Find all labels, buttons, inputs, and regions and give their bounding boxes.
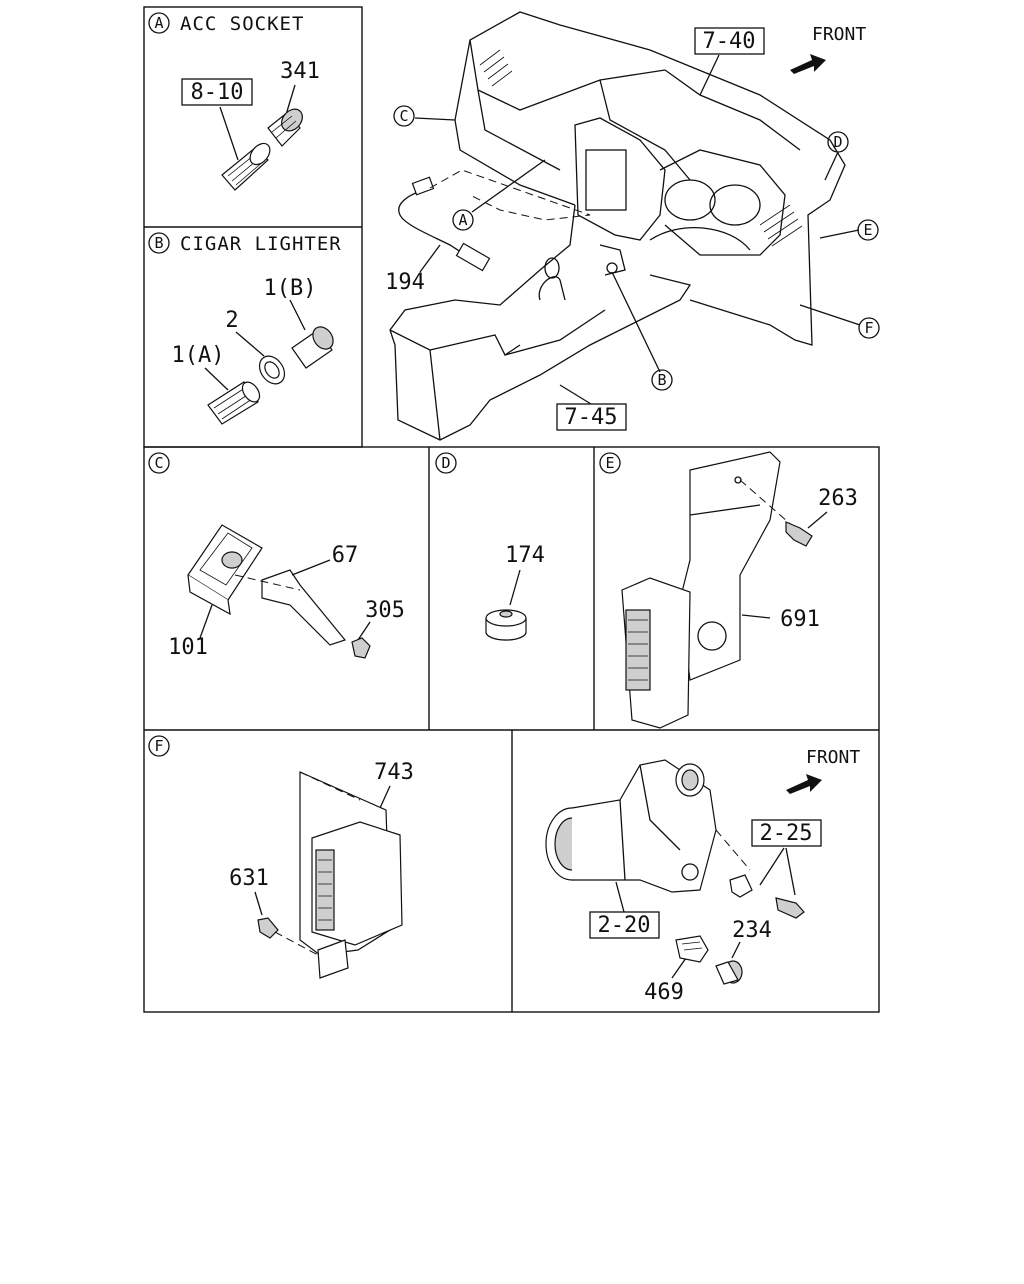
callout-a-main: A [458,211,467,229]
panel-f-letter: F [154,737,163,755]
callout-circle-f-main [858,317,880,339]
callout-circle-f [148,735,170,757]
panel-d: D 174 [435,452,545,641]
callout-circle-c-main [393,105,415,127]
callout-circle-a [148,12,170,34]
bolt-2-25 [775,897,805,919]
panel-frames [143,6,880,1013]
panel-a-letter: A [154,14,163,32]
lighter-knob [291,326,334,369]
bracket-691 [679,451,781,681]
part-67: 67 [332,543,359,568]
part-691: 691 [780,607,820,632]
panel-a-title: ACC SOCKET [180,13,304,35]
panel-e: E 263 691 [599,451,858,729]
part-1b: 1(B) [264,276,317,301]
callout-b-main: B [657,371,666,389]
lighter-ring [258,355,286,385]
callout-circle-d-main [827,131,849,153]
panel-e-letter: E [605,454,614,472]
lighter-socket [207,381,261,425]
module-101 [187,524,263,616]
front-label-bottom: FRONT [806,747,860,768]
callout-circle-e-main [857,219,879,241]
bolt-631 [257,917,279,939]
ref-2-20: 2-20 [598,913,651,938]
callout-d-main: D [833,133,842,151]
panel-f: F 743 631 [148,735,414,979]
part-743: 743 [374,760,414,785]
callout-circle-a-main [452,209,474,231]
panel-c-letter: C [154,454,163,472]
callout-c-main: C [399,107,408,125]
ref-box-8-10 [181,78,253,106]
callout-e-main: E [863,221,872,239]
acc-socket-part [221,142,271,191]
part-305: 305 [365,598,405,623]
ref-7-45: 7-45 [565,405,618,430]
ref-7-40: 7-40 [703,29,756,54]
sensor-234 [715,960,743,985]
callout-circle-e [599,452,621,474]
panel-d-letter: D [441,454,450,472]
control-unit-743 [299,771,403,979]
transmission-housing [545,759,751,893]
panel-transmission: FRONT 2-25 2-20 234 469 [545,747,860,1005]
part-469: 469 [644,980,684,1005]
callout-circle-b-main [651,369,673,391]
ref-8-10: 8-10 [191,80,244,105]
clip-2-25 [729,874,753,898]
panel-dashboard-overview: 7-40 FRONT [385,11,880,441]
part-263: 263 [818,486,858,511]
part-1a: 1(A) [172,343,225,368]
acc-socket-cap [267,108,303,147]
grommet-174 [485,609,527,641]
part-101: 101 [168,635,208,660]
front-arrow-bottom-icon [786,774,822,794]
part-194: 194 [385,270,425,295]
part-234: 234 [732,918,772,943]
panel-b-letter: B [154,234,163,252]
front-arrow-top-icon [790,54,826,74]
part-174: 174 [505,543,545,568]
ref-2-25: 2-25 [760,821,813,846]
panel-c: C 67 305 101 [148,452,405,660]
callout-circle-b [148,232,170,254]
part-341: 341 [280,59,320,84]
ref-box-7-45 [556,403,627,431]
callout-f-main: F [864,319,873,337]
panel-acc-socket: A ACC SOCKET 8-10 341 [148,12,320,191]
callout-circle-c [148,452,170,474]
callout-circle-d [435,452,457,474]
panel-cigar-lighter: B CIGAR LIGHTER 1(B) 2 1(A) [148,232,342,425]
part-631: 631 [229,866,269,891]
part-2: 2 [225,308,238,333]
ref-box-2-25 [751,819,822,847]
ref-box-7-40 [694,27,765,55]
bolt-263 [785,521,813,547]
ref-box-2-20 [589,911,660,939]
nut-305 [351,637,371,659]
ecu-module-e [621,577,691,729]
front-label-top: FRONT [812,24,866,45]
bracket-67 [234,569,347,646]
panel-b-title: CIGAR LIGHTER [180,233,342,255]
